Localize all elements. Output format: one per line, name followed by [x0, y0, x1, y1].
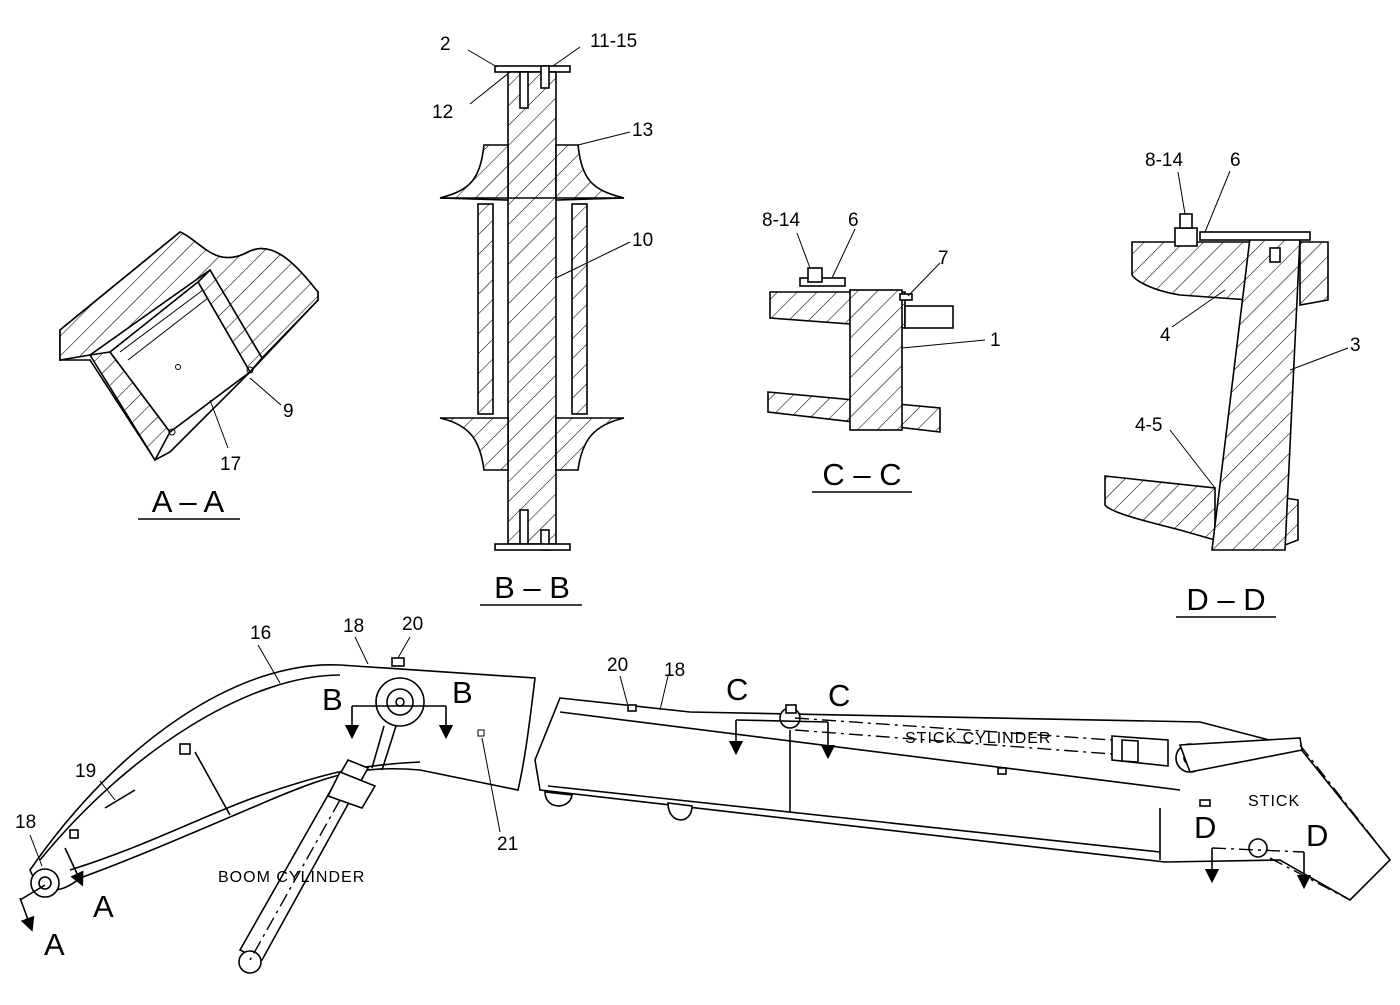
callout-bb-11-15: 11-15	[590, 31, 637, 52]
section-marker-b1: B	[322, 682, 343, 717]
boom-cylinder	[238, 725, 397, 974]
callout-stick-18: 18	[664, 660, 685, 681]
callout-stick-20: 20	[607, 655, 628, 676]
section-cc-view	[767, 228, 986, 433]
section-dd-view	[1104, 170, 1349, 551]
stick-assembly	[534, 675, 1392, 901]
section-marker-d1: D	[1194, 810, 1216, 845]
section-marker-a1: A	[93, 889, 114, 924]
section-label-aa: A – A	[152, 484, 225, 519]
callout-dd-3: 3	[1350, 335, 1361, 356]
callout-bb-13: 13	[632, 120, 653, 141]
section-marker-d2: D	[1306, 818, 1328, 853]
callout-dd-8-14: 8-14	[1145, 150, 1183, 171]
section-marker-c1: C	[726, 672, 748, 707]
callout-cc-8-14: 8-14	[762, 210, 800, 231]
stick-cylinder-label: STICK CYLINDER	[905, 730, 1051, 747]
boom-assembly	[19, 636, 536, 932]
callout-aa-17: 17	[220, 454, 241, 475]
callout-dd-4-5: 4-5	[1135, 415, 1162, 436]
section-marker-b2: B	[452, 675, 473, 710]
callout-bb-12: 12	[432, 102, 453, 123]
section-bb-view	[439, 46, 631, 551]
boom-cylinder-label: BOOM CYLINDER	[218, 869, 365, 886]
section-label-dd: D – D	[1186, 582, 1265, 617]
stick-label: STICK	[1248, 793, 1300, 810]
section-label-cc: C – C	[822, 457, 901, 492]
callout-cc-7: 7	[938, 248, 949, 269]
callout-boom-19: 19	[75, 761, 96, 782]
callout-dd-6: 6	[1230, 150, 1241, 171]
callout-aa-9: 9	[283, 401, 294, 422]
callout-boom-21: 21	[497, 834, 518, 855]
callout-boom-18-left: 18	[15, 812, 36, 833]
callout-bb-2: 2	[440, 34, 451, 55]
callout-boom-18-top: 18	[343, 616, 364, 637]
callout-bb-10: 10	[632, 230, 653, 251]
callout-dd-4: 4	[1160, 325, 1171, 346]
section-marker-c2: C	[828, 678, 850, 713]
section-label-bb: B – B	[494, 570, 570, 605]
section-aa-view	[59, 231, 319, 462]
callout-cc-6: 6	[848, 210, 859, 231]
callout-boom-20: 20	[402, 614, 423, 635]
callout-cc-1: 1	[990, 330, 1001, 351]
section-marker-a2: A	[44, 927, 65, 962]
callout-boom-16: 16	[250, 623, 271, 644]
